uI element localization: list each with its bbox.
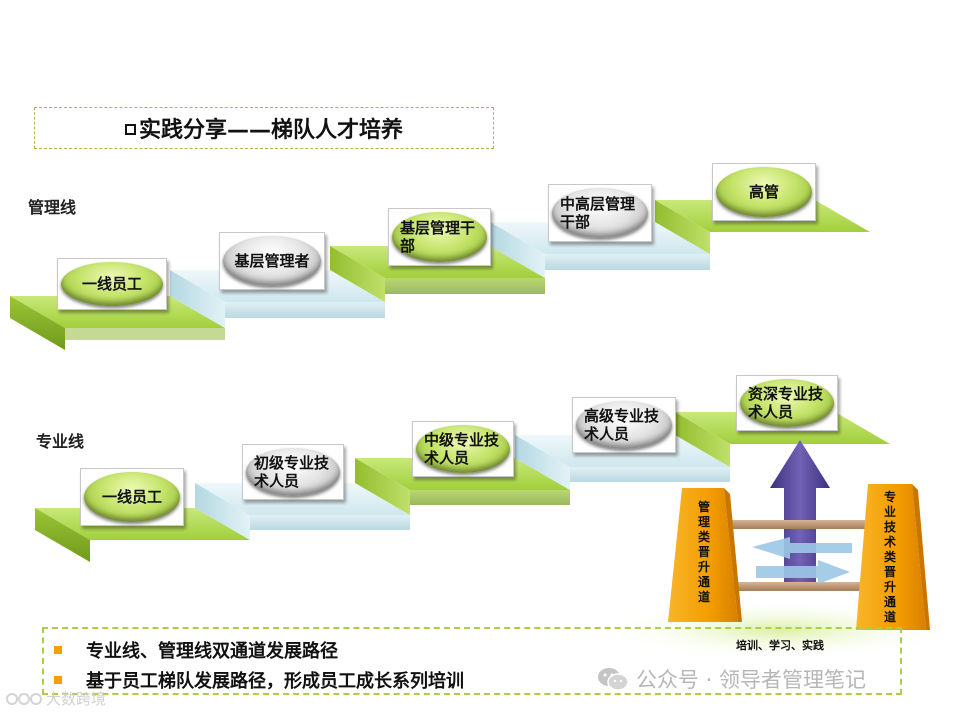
professional-step-5-label: 资深专业技术人员 — [740, 379, 834, 427]
left-arrow-icon — [752, 537, 852, 559]
bullet-text-1: 专业线、管理线双通道发展路径 — [86, 641, 338, 662]
right-pillar — [856, 484, 926, 630]
right_pillar-char: 技 — [883, 520, 896, 534]
corner-logo-icon — [6, 692, 42, 705]
management-step-2: 基层管理者 — [219, 232, 325, 290]
left_pillar-char: 升 — [697, 560, 710, 574]
management-step-4-label: 中高层管理干部 — [552, 188, 648, 238]
bullet-square-icon — [54, 646, 62, 654]
corner-logo: 大数跨境 — [6, 688, 106, 709]
wechat-icon — [598, 668, 629, 691]
left_pillar-char: 晋 — [697, 545, 710, 559]
bullet-text-2: 基于员工梯队发展路径，形成员工成长系列培训 — [86, 671, 464, 692]
professional-step-5: 资深专业技术人员 — [736, 375, 838, 431]
slide-title: 实践分享——梯队人才培养 — [34, 107, 494, 149]
management-step-5: 高管 — [712, 163, 816, 221]
professional-step-3: 中级专业技术人员 — [412, 421, 514, 477]
professional-step-1-label: 一线员工 — [84, 472, 180, 522]
professional-step-3-label: 中级专业技术人员 — [416, 425, 510, 473]
management-step-1: 一线员工 — [57, 258, 167, 310]
management-step-3: 基层管理干部 — [388, 208, 491, 266]
right-arrow-icon — [756, 560, 850, 584]
management-step-3-label: 基层管理干部 — [392, 212, 487, 262]
watermark: 公众号 · 领导者管理笔记 — [596, 664, 866, 694]
professional-step-4-label: 高级专业技术人员 — [576, 401, 672, 449]
management-step-1-label: 一线员工 — [61, 262, 163, 306]
right_pillar-char: 业 — [883, 505, 896, 519]
right_pillar-char: 类 — [883, 550, 896, 564]
right_pillar-char: 升 — [883, 580, 896, 594]
left_pillar-char: 类 — [697, 530, 710, 544]
management-step-2-label: 基层管理者 — [223, 236, 321, 286]
right_pillar-char: 晋 — [883, 565, 896, 579]
left_pillar-char: 道 — [697, 590, 710, 604]
management-step-5-label: 高管 — [716, 167, 812, 217]
management-step-4: 中高层管理干部 — [548, 184, 652, 242]
summary-box: 专业线、管理线双通道发展路径 基于员工梯队发展路径，形成员工成长系列培训 — [42, 627, 902, 695]
watermark-text: 公众号 · 领导者管理笔记 — [636, 668, 867, 692]
corner-logo-text: 大数跨境 — [46, 690, 107, 708]
left_pillar-char: 管 — [697, 500, 710, 514]
ladder-caption: 培训、学习、实践 — [736, 639, 824, 652]
right_pillar-char: 通 — [883, 595, 896, 609]
professional-step-1: 一线员工 — [80, 468, 184, 526]
bullet-square-icon — [54, 676, 62, 684]
bullet-item-2: 基于员工梯队发展路径，形成员工成长系列培训 — [54, 667, 464, 693]
professional-step-2-label: 初级专业技术人员 — [246, 448, 340, 496]
left-pillar — [668, 488, 738, 622]
slide-title-text: 实践分享——梯队人才培养 — [138, 118, 403, 143]
right-pillar-text: 专业技术类晋升通道 — [872, 490, 908, 625]
professional-step-2: 初级专业技术人员 — [242, 444, 344, 500]
right_pillar-char: 道 — [883, 610, 896, 624]
left-pillar-text: 管理类晋升通道 — [686, 500, 722, 605]
left_pillar-char: 通 — [697, 575, 710, 589]
management-line-label: 管理线 — [28, 198, 77, 217]
right_pillar-char: 术 — [883, 535, 896, 549]
right_pillar-char: 专 — [883, 490, 896, 504]
bullet-item-1: 专业线、管理线双通道发展路径 — [54, 637, 338, 663]
ladder-graphic — [600, 440, 960, 660]
left_pillar-char: 理 — [697, 515, 710, 529]
professional-line-label: 专业线 — [36, 432, 85, 451]
checkbox-square-icon — [124, 123, 136, 135]
professional-step-4: 高级专业技术人员 — [572, 397, 676, 453]
